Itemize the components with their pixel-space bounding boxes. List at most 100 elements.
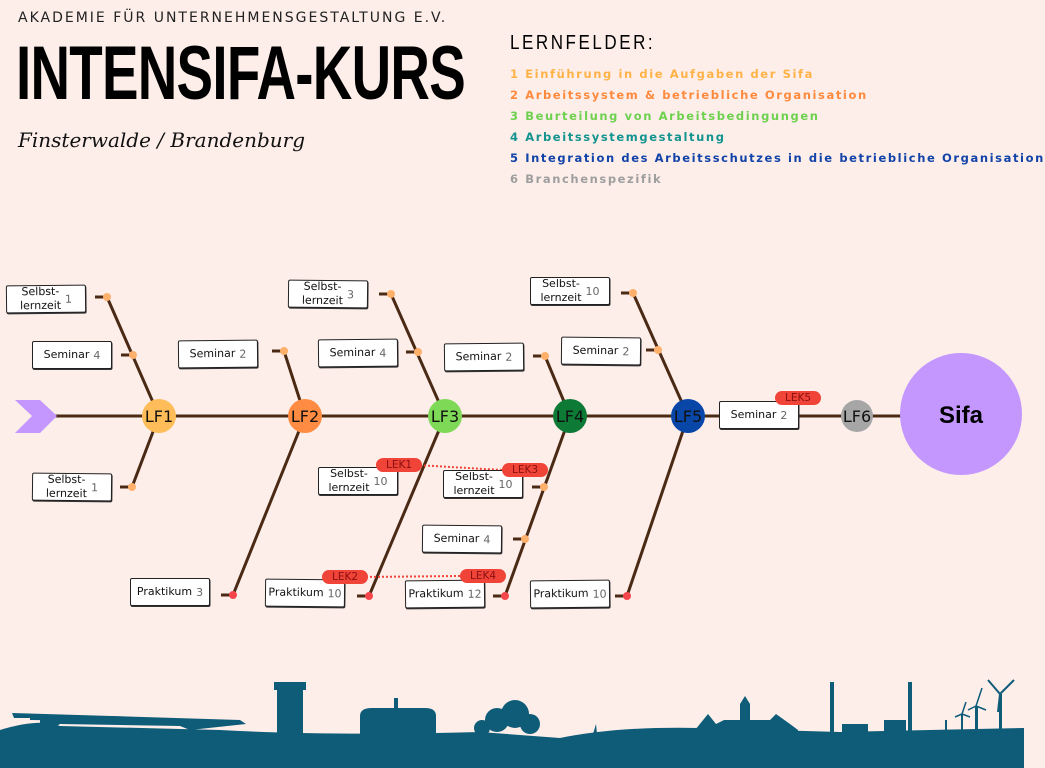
activity-dot: [623, 592, 631, 600]
activity-type: Seminar: [189, 346, 236, 361]
lernfelder-list: 1 Einführung in die Aufgaben der Sifa 2 …: [510, 66, 1045, 192]
lernfeld-node-lf2: [288, 399, 322, 433]
goal-label: Sifa: [939, 402, 984, 429]
activity-type: Selbst-lernzeit: [328, 467, 370, 494]
skyline-tower: [277, 684, 303, 746]
skyline-castle: [695, 696, 798, 752]
activity-dot: [103, 293, 111, 301]
activity-type: Seminar: [43, 348, 90, 361]
skyline-ground: [0, 722, 1024, 768]
exam-badge: LEK3: [502, 463, 549, 477]
activity-hours: 2: [780, 408, 788, 422]
branch-line: [231, 415, 307, 596]
activity-hours: 4: [93, 348, 101, 362]
skyline-manor: [360, 708, 436, 748]
activity-type: Seminar: [455, 349, 502, 364]
activity-type: Selbst-lernzeit: [453, 470, 495, 497]
activity-dot: [629, 289, 637, 297]
exam-link-line: [361, 575, 461, 578]
activity-dot: [540, 483, 548, 491]
lernfeld-node-lf1: [142, 399, 176, 433]
lernfeld-node-lf5: [671, 399, 705, 433]
activity-hours: 1: [90, 480, 99, 494]
goal-node: [900, 353, 1022, 475]
activity-hours: 10: [592, 587, 607, 601]
activity-dot: [541, 352, 549, 360]
activity-type: Selbst-lernzeit: [19, 284, 62, 313]
activity-hours: 10: [373, 474, 388, 488]
skyline-chimney: [830, 682, 834, 752]
activity-hours: 10: [327, 586, 342, 600]
lernfeld-item: 4 Arbeitssystemgestaltung: [510, 130, 726, 144]
activity-type: Selbst-lernzeit: [45, 472, 88, 501]
start-arrow-icon: [15, 400, 57, 433]
activity-dot: [365, 592, 373, 600]
skyline-wind-turbine: [945, 720, 947, 750]
activity-dot: [129, 351, 137, 359]
activity-hours: 4: [483, 532, 491, 546]
activity-hours: 3: [196, 585, 204, 599]
exam-badge: LEK2: [322, 570, 369, 584]
activity-dot: [414, 348, 422, 356]
exam-badge: LEK5: [775, 391, 822, 405]
activity-hours: 12: [467, 587, 482, 601]
activity-hours: 3: [346, 287, 355, 301]
activity-type: Seminar: [329, 345, 376, 360]
activity-dot: [387, 290, 395, 298]
course-title: INTENSIFA-KURS: [16, 31, 466, 116]
exam-badge: LEK1: [376, 458, 423, 472]
activity-type: Praktikum: [533, 586, 589, 601]
lernfeld-node-label: LF4: [556, 407, 584, 426]
lernfeld-node-lf6: [841, 400, 873, 432]
lernfeld-node-label: LF1: [145, 407, 173, 426]
activity-type: Seminar: [433, 531, 480, 546]
lernfeld-item: 5 Integration des Arbeitsschutzes in die…: [510, 151, 1045, 165]
city-skyline: [0, 679, 1024, 768]
activity-hours: 2: [239, 347, 247, 361]
lernfeld-node-label: LF3: [431, 407, 459, 426]
activity-hours: 4: [379, 346, 387, 360]
activity-hours: 1: [64, 292, 73, 306]
activity-hours: 10: [585, 284, 600, 298]
lernfeld-item: 1 Einführung in die Aufgaben der Sifa: [510, 67, 814, 81]
lernfeld-node-label: LF2: [291, 407, 319, 426]
course-location: Finsterwalde / Brandenburg: [18, 128, 306, 152]
lernfeld-item: 2 Arbeitssystem & betriebliche Organisat…: [510, 88, 868, 102]
activity-dot: [521, 535, 529, 543]
activity-hours: 2: [622, 344, 630, 358]
lernfeld-node-lf3: [428, 399, 462, 433]
lernfeld-item: 3 Beurteilung von Arbeitsbedingungen: [510, 109, 820, 123]
branch-line: [367, 415, 447, 597]
lernfeld-node-label: LF6: [843, 407, 871, 426]
activity-type: Selbst-lernzeit: [301, 279, 344, 308]
activity-dot: [654, 346, 662, 354]
lernfeld-item: 6 Branchenspezifik: [510, 172, 663, 186]
lernfelder-heading: LERNFELDER:: [510, 32, 656, 54]
branch-line: [503, 415, 572, 597]
activity-dot: [501, 592, 509, 600]
organization-name: AKADEMIE FÜR UNTERNEHMENSGESTALTUNG E.V.: [18, 10, 448, 26]
activity-dot: [229, 591, 237, 599]
activity-dot: [280, 347, 288, 355]
activity-hours: 2: [505, 350, 513, 364]
activity-type: Seminar: [730, 408, 777, 421]
activity-type: Selbst-lernzeit: [540, 277, 582, 304]
activity-type: Praktikum: [408, 586, 464, 601]
activity-type: Praktikum: [136, 585, 193, 598]
skyline-conveyor-bridge: [12, 713, 246, 730]
